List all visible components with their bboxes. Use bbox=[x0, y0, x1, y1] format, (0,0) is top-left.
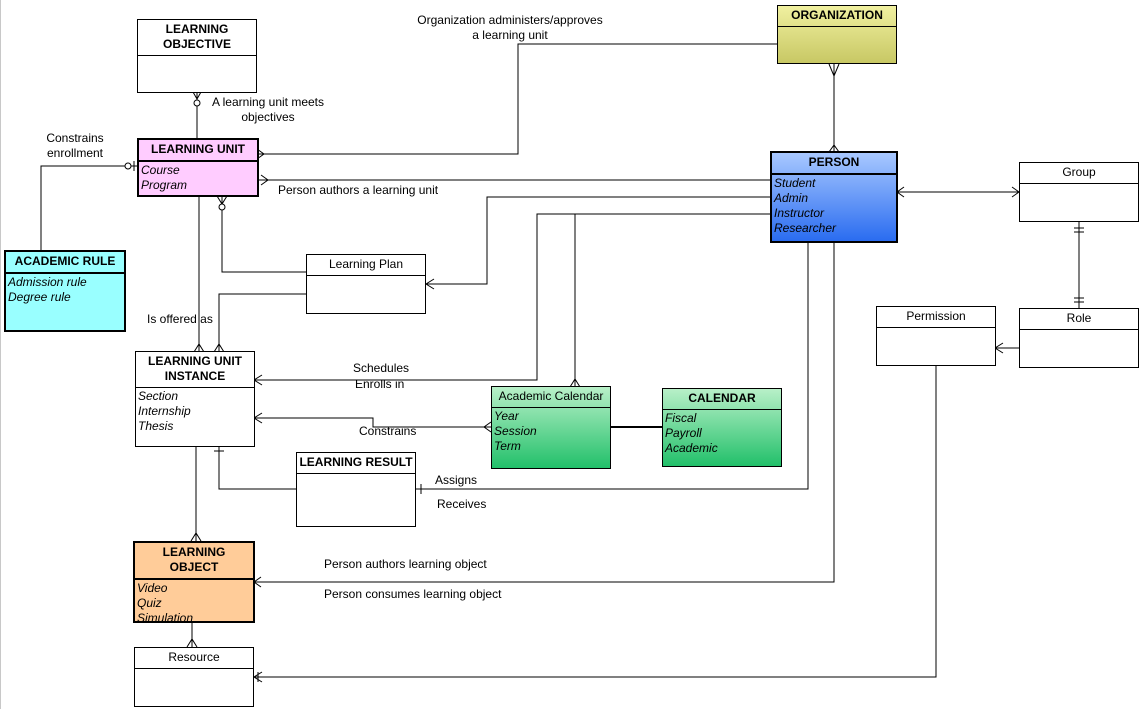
entity-attributes: Video Quiz Simulation bbox=[135, 580, 253, 627]
entity-title: Resource bbox=[135, 648, 253, 669]
entity-learning-object[interactable]: LEARNING OBJECT Video Quiz Simulation bbox=[133, 541, 255, 625]
entity-attributes: Fiscal Payroll Academic bbox=[663, 410, 781, 457]
entity-learning-unit[interactable]: LEARNING UNIT Course Program bbox=[137, 138, 259, 197]
link-org-unit bbox=[257, 43, 777, 155]
entity-title: CALENDAR bbox=[663, 389, 781, 410]
link-rule-unit bbox=[40, 165, 138, 252]
entity-title: LEARNING OBJECT bbox=[135, 543, 253, 580]
entity-title: Learning Plan bbox=[307, 255, 425, 276]
attribute: Internship bbox=[138, 404, 191, 418]
label-enrolls-in: Enrolls in bbox=[355, 377, 405, 391]
entity-group[interactable]: Group bbox=[1019, 162, 1139, 222]
link-unit-plan bbox=[221, 196, 306, 273]
attribute: Admission rule bbox=[8, 275, 87, 289]
entity-attributes: Admission rule Degree rule bbox=[6, 274, 124, 306]
entity-person[interactable]: PERSON Student Admin Instructor Research… bbox=[770, 151, 898, 243]
link-calendar-instance bbox=[254, 417, 491, 428]
attribute: Researcher bbox=[774, 221, 837, 235]
label-constrains: Constrains bbox=[359, 424, 417, 438]
entity-attributes: Year Session Term bbox=[492, 408, 610, 455]
attribute: Year bbox=[494, 409, 519, 423]
attribute: Session bbox=[494, 424, 537, 438]
entity-role[interactable]: Role bbox=[1019, 308, 1139, 368]
entity-learning-result[interactable]: LEARNING RESULT bbox=[296, 452, 416, 527]
entity-title: PERSON bbox=[772, 153, 896, 175]
entity-attributes: Student Admin Instructor Researcher bbox=[772, 175, 896, 237]
attribute: Video bbox=[137, 581, 168, 595]
attribute: Academic bbox=[665, 441, 718, 455]
link-permission-resource bbox=[254, 365, 937, 678]
label-assigns: Assigns bbox=[435, 473, 478, 487]
entity-academic-rule[interactable]: ACADEMIC RULE Admission rule Degree rule bbox=[4, 250, 126, 332]
attribute: Payroll bbox=[665, 426, 702, 440]
entity-title: ACADEMIC RULE bbox=[6, 252, 124, 274]
label-person-consumes-object: Person consumes learning object bbox=[324, 587, 502, 601]
label-person-authors-object: Person authors learning object bbox=[324, 557, 487, 571]
entity-title: Academic Calendar bbox=[492, 387, 610, 408]
label-meets-objectives: A learning unit meets objectives bbox=[211, 95, 325, 124]
entity-learning-plan[interactable]: Learning Plan bbox=[306, 254, 426, 314]
attribute: Term bbox=[494, 439, 521, 453]
label-schedules: Schedules bbox=[353, 361, 410, 375]
label-receives: Receives bbox=[437, 497, 487, 511]
entity-learning-objective[interactable]: LEARNING OBJECTIVE bbox=[137, 19, 257, 93]
entity-organization[interactable]: ORGANIZATION bbox=[777, 5, 897, 64]
entity-learning-unit-instance[interactable]: LEARNING UNIT INSTANCE Section Internshi… bbox=[135, 351, 255, 447]
entity-title: Group bbox=[1020, 163, 1138, 184]
entity-title: Permission bbox=[877, 307, 995, 328]
label-person-authors-unit: Person authors a learning unit bbox=[278, 183, 439, 197]
link-person-instance bbox=[254, 213, 771, 381]
link-instance-result bbox=[218, 446, 296, 490]
entity-title: Role bbox=[1020, 309, 1138, 330]
entity-title: LEARNING OBJECTIVE bbox=[138, 20, 256, 56]
attribute: Program bbox=[141, 178, 188, 192]
entity-calendar[interactable]: CALENDAR Fiscal Payroll Academic bbox=[662, 388, 782, 467]
entity-title: ORGANIZATION bbox=[778, 6, 896, 27]
entity-attributes: Course Program bbox=[139, 162, 257, 194]
attribute: Admin bbox=[774, 191, 809, 205]
attribute: Thesis bbox=[138, 419, 174, 433]
entity-title: LEARNING UNIT INSTANCE bbox=[136, 352, 254, 388]
label-is-offered-as: Is offered as bbox=[147, 312, 213, 326]
entity-permission[interactable]: Permission bbox=[876, 306, 996, 366]
attribute: Course bbox=[141, 163, 180, 177]
link-person-plan bbox=[426, 196, 771, 285]
label-constrains-enrollment: Constrains enrollment bbox=[46, 131, 104, 160]
entity-attributes: Section Internship Thesis bbox=[136, 388, 254, 435]
attribute: Instructor bbox=[774, 206, 825, 220]
attribute: Degree rule bbox=[8, 290, 71, 304]
attribute: Fiscal bbox=[665, 411, 697, 425]
label-org-administers: Organization administers/approves a lear… bbox=[417, 13, 603, 42]
attribute: Section bbox=[138, 389, 179, 403]
entity-resource[interactable]: Resource bbox=[134, 647, 254, 707]
entity-title: LEARNING UNIT bbox=[139, 140, 257, 162]
entity-academic-calendar[interactable]: Academic Calendar Year Session Term bbox=[491, 386, 611, 469]
left-border-line bbox=[0, 0, 1, 709]
attribute: Simulation bbox=[137, 611, 194, 625]
link-person-result bbox=[415, 242, 809, 490]
link-plan-instance bbox=[218, 293, 306, 352]
attribute: Quiz bbox=[137, 596, 162, 610]
entity-title: LEARNING RESULT bbox=[297, 453, 415, 474]
link-person-object bbox=[254, 242, 835, 583]
attribute: Student bbox=[774, 176, 816, 190]
